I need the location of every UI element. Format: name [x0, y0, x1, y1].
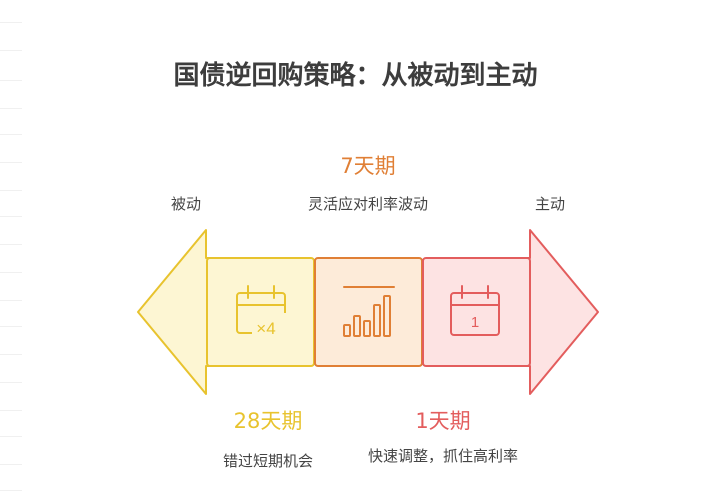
left-edge-decoration	[0, 0, 24, 501]
stage-7d-period: 7天期	[340, 154, 396, 178]
stage-1d-period: 1天期	[415, 409, 471, 433]
stage-7d-box	[314, 257, 423, 367]
calendar-1-icon: 1	[450, 285, 500, 336]
stage-28d-period: 28天期	[233, 409, 303, 433]
calendar-x4-icon-label: ×4	[256, 319, 275, 338]
stage-1d-description: 快速调整，抓住高利率	[367, 447, 518, 465]
page-title: 国债逆回购策略：从被动到主动	[173, 61, 538, 91]
right-end-label: 主动	[534, 195, 565, 213]
stage-28d-description: 错过短期机会	[222, 452, 313, 470]
stage-7d-description: 灵活应对利率波动	[307, 195, 428, 213]
bar-chart-icon	[343, 286, 395, 337]
stage-28d-box	[206, 257, 315, 367]
calendar-1-icon-label: 1	[471, 314, 479, 331]
left-end-label: 被动	[170, 195, 201, 213]
stage-1d-box	[422, 257, 531, 367]
calendar-x4-icon: ×4	[236, 285, 288, 339]
